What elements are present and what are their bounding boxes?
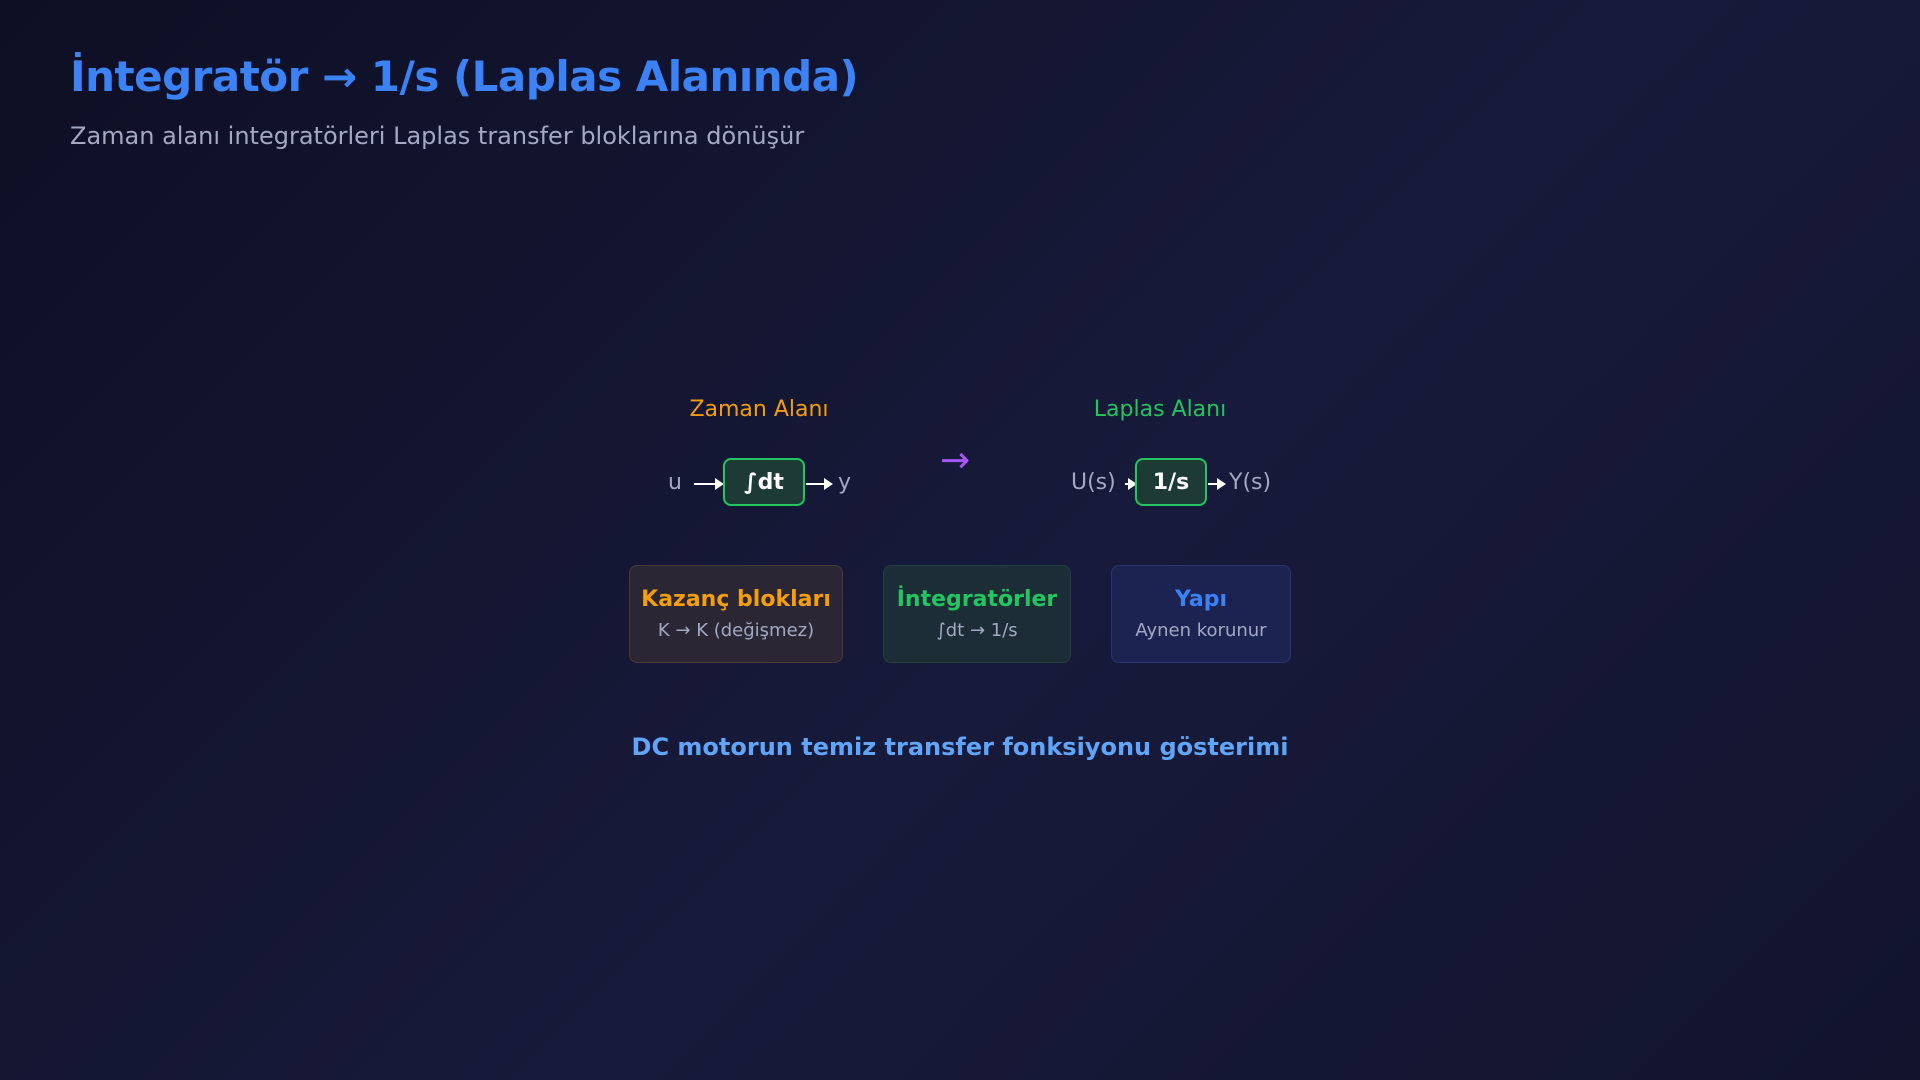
card-subtitle: Aynen korunur bbox=[1135, 620, 1267, 641]
laplace-input-signal: U(s) bbox=[1071, 470, 1116, 495]
time-output-signal: y bbox=[838, 470, 852, 495]
time-domain-label: Zaman Alanı bbox=[689, 397, 829, 422]
card-title: Yapı bbox=[1174, 587, 1228, 612]
laplace-output-arrow bbox=[1208, 478, 1226, 490]
transition-arrow-icon: → bbox=[940, 440, 971, 481]
time-input-arrow bbox=[694, 478, 724, 490]
card-subtitle: K → K (değişmez) bbox=[657, 620, 815, 641]
page-subtitle: Zaman alanı integratörleri Laplas transf… bbox=[70, 122, 805, 150]
laplace-output-signal: Y(s) bbox=[1229, 470, 1272, 495]
card-title: Kazanç blokları bbox=[641, 587, 831, 612]
integrator-block: ∫dt bbox=[723, 458, 805, 506]
card-subtitle: ∫dt → 1/s bbox=[936, 620, 1018, 641]
gain-blocks-card: Kazanç blokları K → K (değişmez) bbox=[629, 565, 843, 663]
integrators-card: İntegratörler ∫dt → 1/s bbox=[883, 565, 1071, 663]
time-input-signal: u bbox=[668, 470, 682, 495]
card-title: İntegratörler bbox=[896, 587, 1058, 612]
transfer-block: 1/s bbox=[1135, 458, 1207, 506]
page-title: İntegratör → 1/s (Laplas Alanında) bbox=[70, 52, 859, 101]
laplace-input-arrow bbox=[1125, 478, 1137, 490]
time-output-arrow bbox=[806, 478, 833, 490]
laplace-domain-label: Laplas Alanı bbox=[1093, 397, 1227, 422]
footer-note: DC motorun temiz transfer fonksiyonu gös… bbox=[631, 733, 1289, 761]
structure-card: Yapı Aynen korunur bbox=[1111, 565, 1291, 663]
